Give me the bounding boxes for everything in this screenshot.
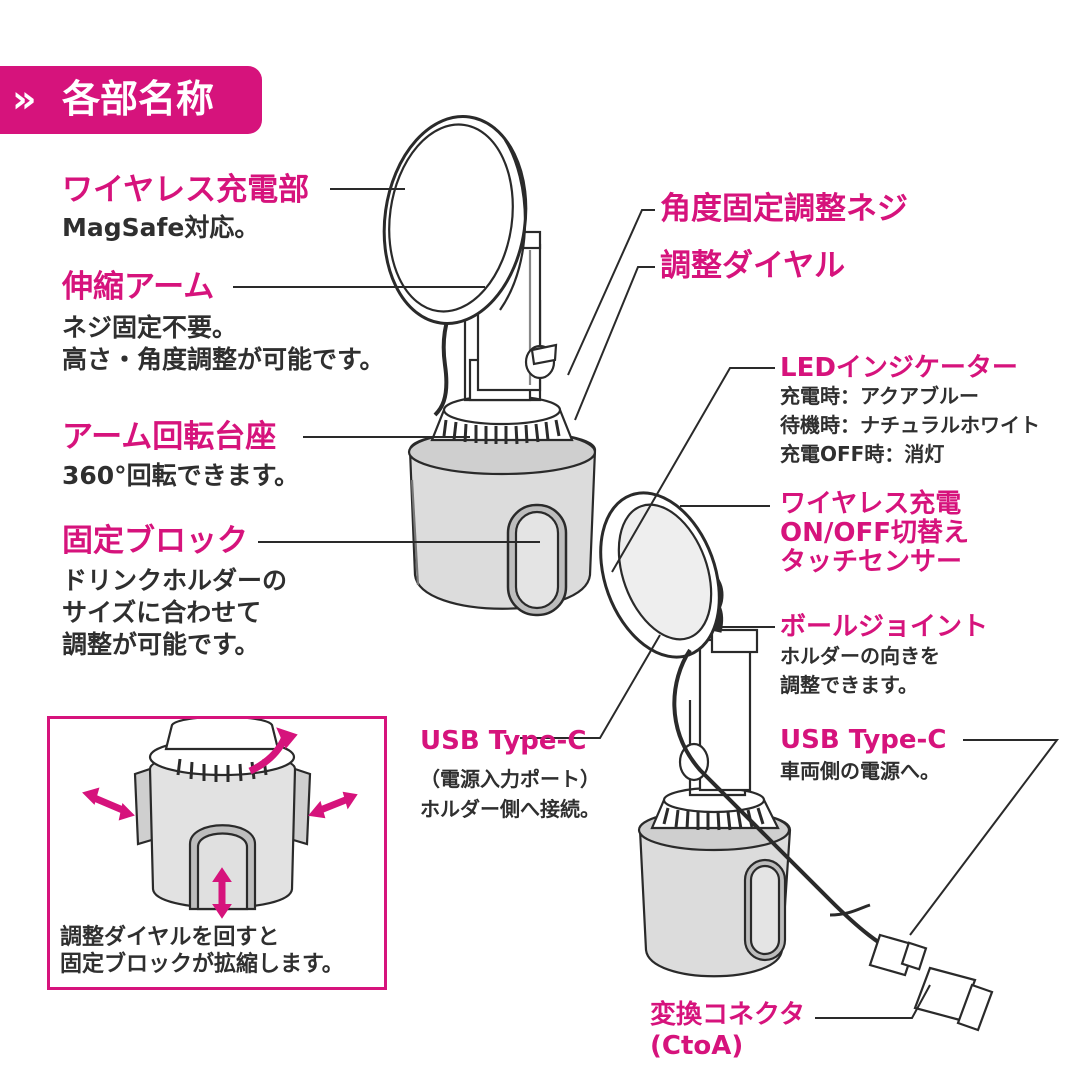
section-title: 各部名称 bbox=[62, 77, 215, 121]
label-usb-holder: USB Type-C bbox=[420, 726, 587, 756]
inset-illustration bbox=[82, 719, 358, 919]
holder-rear-view bbox=[599, 491, 994, 1032]
section-header: » 各部名称 bbox=[0, 66, 262, 134]
label-led-indicator: LEDインジケーター bbox=[780, 353, 1018, 383]
desc-wireless-charger: MagSafe対応。 bbox=[62, 213, 260, 242]
led-line: 充電OFF時：消灯 bbox=[780, 442, 945, 466]
desc-fixing-block: ドリンクホルダーの サイズに合わせて 調整が可能です。 bbox=[62, 566, 288, 659]
label-touch-sensor: ワイヤレス充電 ON/OFF切替え タッチセンサー bbox=[780, 489, 969, 577]
label-telescopic-arm: 伸縮アーム bbox=[62, 269, 215, 305]
leader-lines bbox=[233, 188, 1060, 1019]
inset-dial-detail: 調整ダイヤルを回すと 固定ブロックが拡縮します。 bbox=[47, 716, 387, 990]
label-converter: 変換コネクタ (CtoA) bbox=[650, 1000, 805, 1061]
label-wireless-charger: ワイヤレス充電部 bbox=[62, 172, 310, 208]
desc-arm-base: 360°回転できます。 bbox=[62, 461, 300, 490]
desc-telescopic-arm: ネジ固定不要。 高さ・角度調整が可能です。 bbox=[62, 313, 385, 374]
inset-caption: 調整ダイヤルを回すと 固定ブロックが拡縮します。 bbox=[60, 925, 344, 977]
desc-usb-holder: （電源入力ポート） ホルダー側へ接続。 bbox=[420, 767, 600, 821]
desc-usb-vehicle: 車両側の電源へ。 bbox=[780, 759, 940, 783]
label-fixing-block: 固定ブロック bbox=[62, 523, 248, 559]
holder-front-view bbox=[382, 115, 597, 617]
label-adjust-dial: 調整ダイヤル bbox=[660, 248, 846, 284]
led-line: 充電時：アクアブルー bbox=[780, 384, 979, 408]
label-arm-base: アーム回転台座 bbox=[62, 419, 277, 455]
label-usb-vehicle: USB Type-C bbox=[780, 725, 947, 755]
label-ball-joint: ボールジョイント bbox=[780, 612, 989, 642]
led-line: 待機時：ナチュラルホワイト bbox=[780, 413, 1040, 437]
label-angle-screw: 角度固定調整ネジ bbox=[660, 191, 908, 227]
desc-ball-joint: ホルダーの向きを 調整できます。 bbox=[780, 644, 940, 697]
